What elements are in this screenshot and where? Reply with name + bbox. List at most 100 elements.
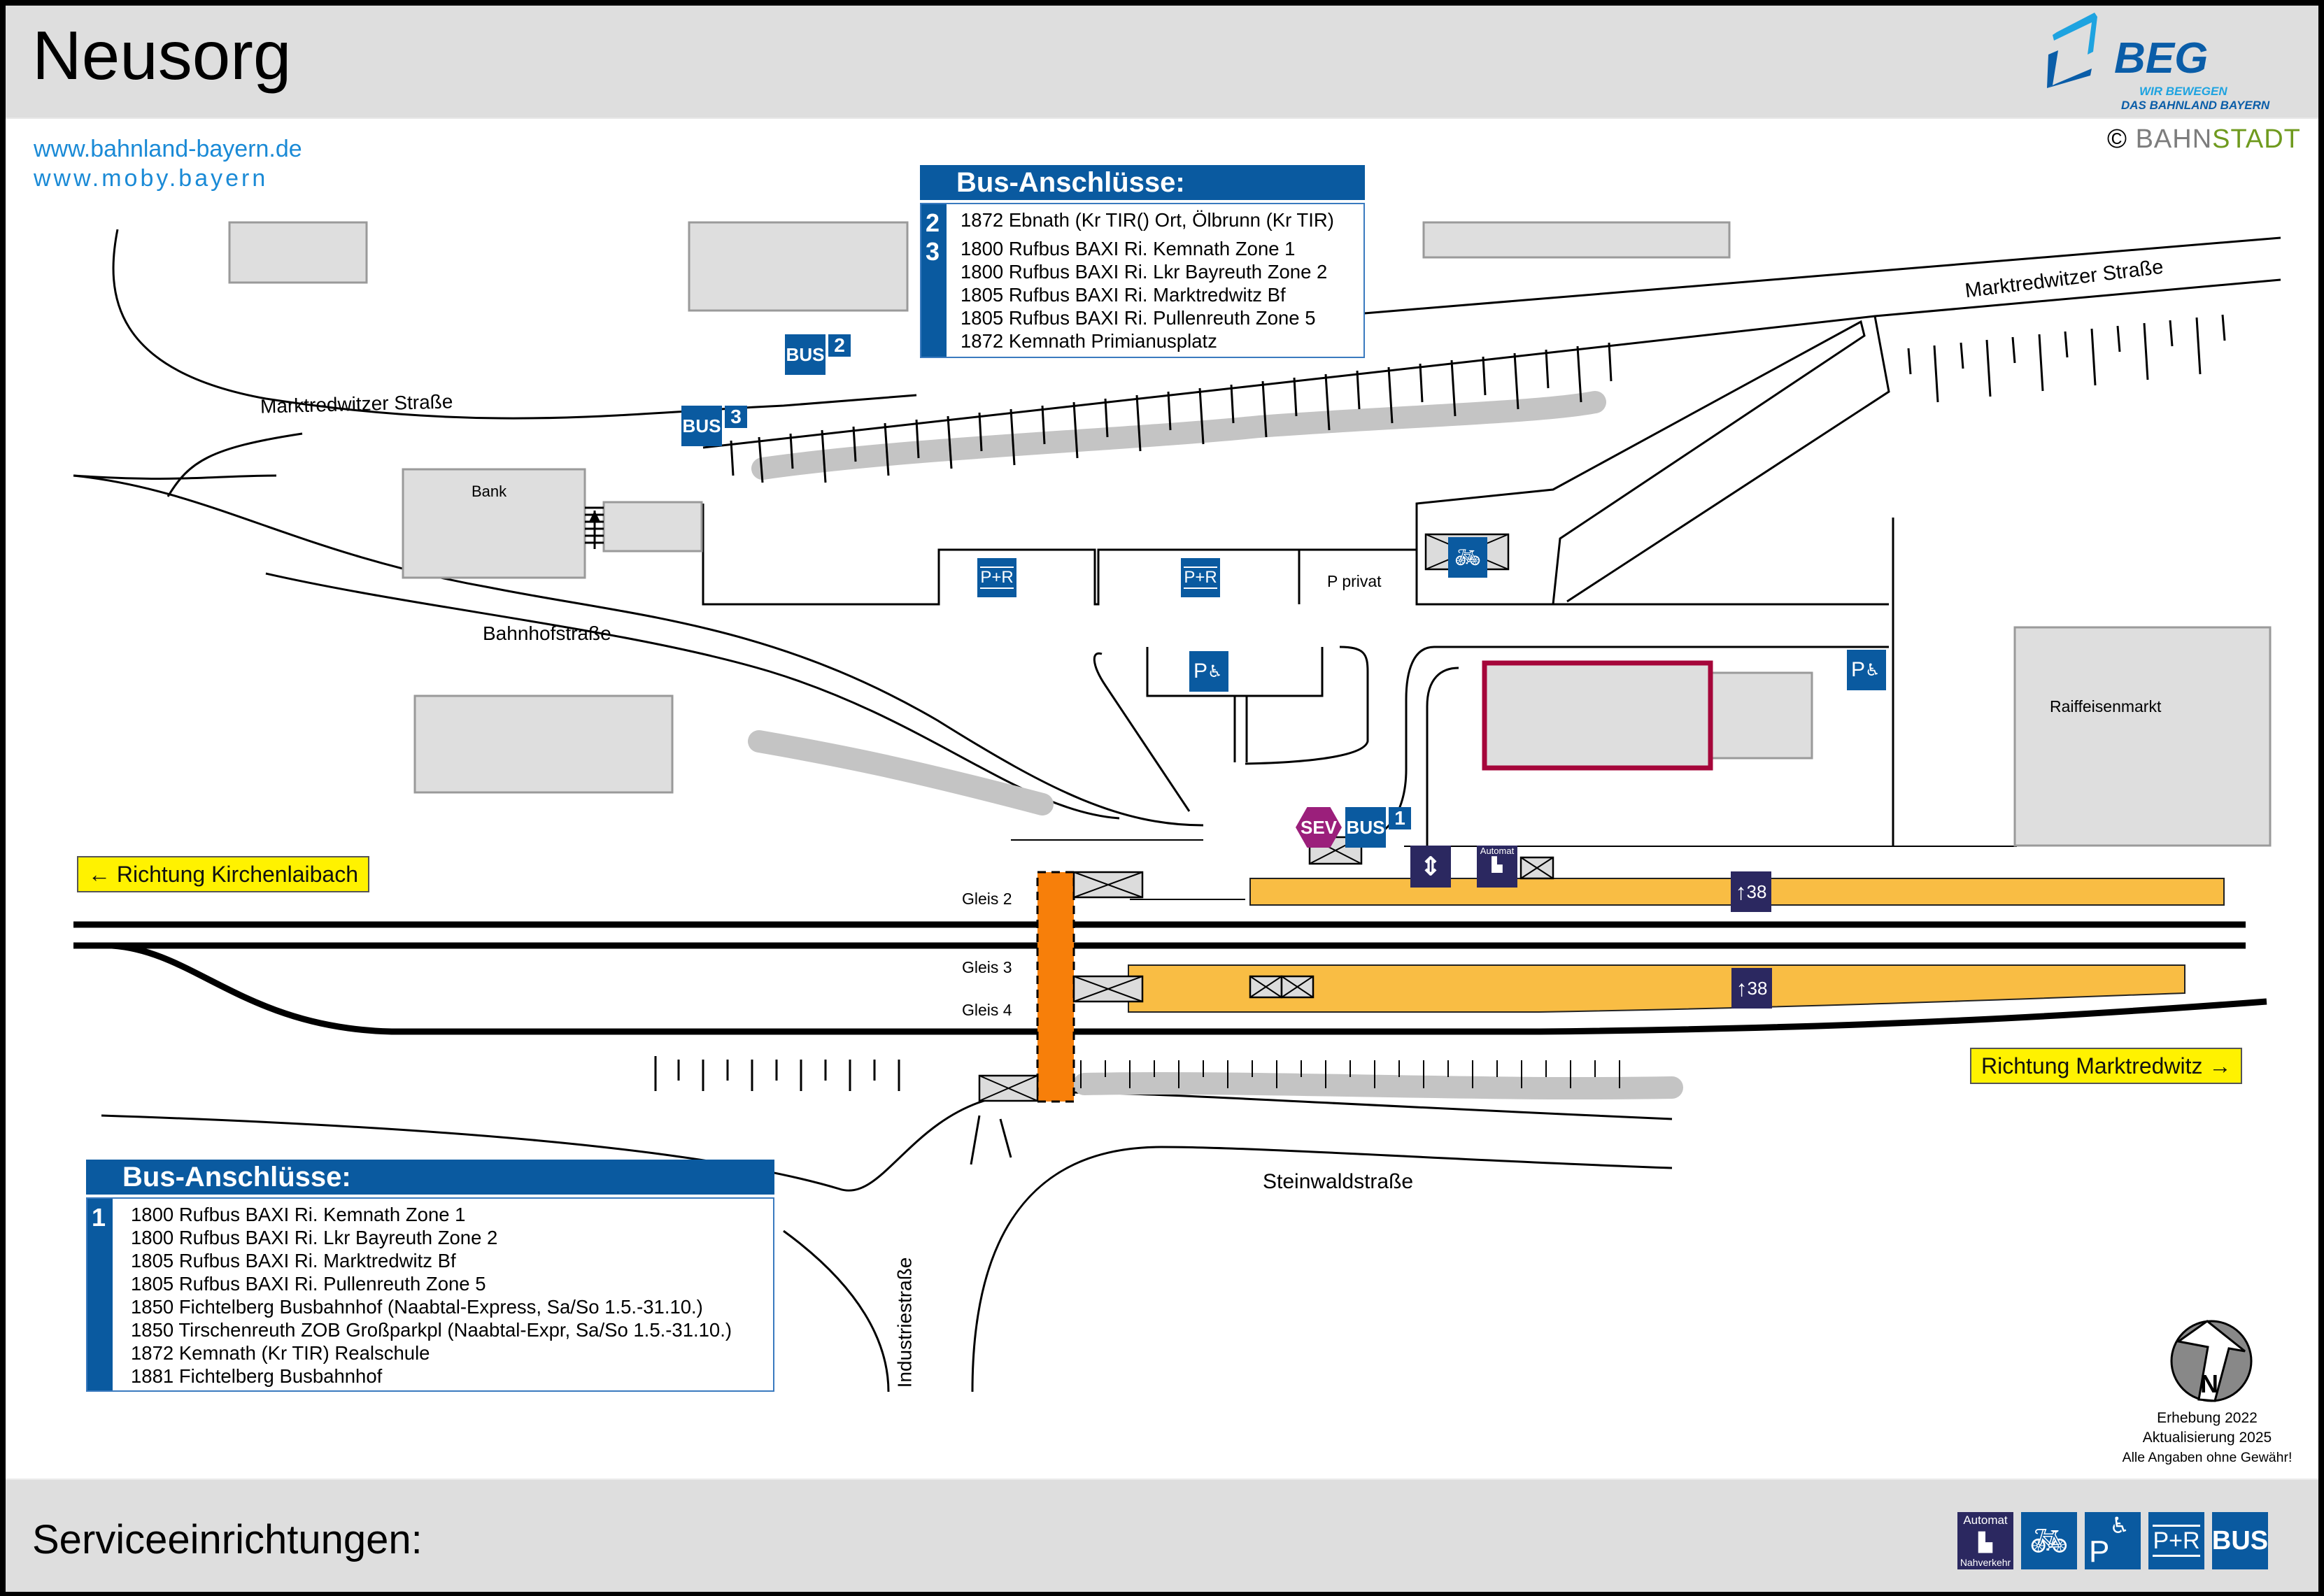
wheelchair-icon: ♿︎ — [1865, 660, 1880, 680]
disabled-parking-icon: P♿︎ — [2085, 1512, 2141, 1569]
copyright-bahnstadt: © BAHNSTADT — [2107, 124, 2301, 155]
park-and-ride-sign-1: P+R — [977, 558, 1016, 597]
bus-icon: BUS — [2212, 1512, 2268, 1569]
disabled-parking-label: P — [1193, 660, 1208, 683]
footer: Serviceeinrichtungen: Automat ▙ Nahverke… — [6, 1479, 2318, 1592]
building-bank — [402, 468, 586, 579]
bus-stop-1[interactable]: BUS 1 — [1345, 807, 1411, 848]
bus-connections-panel-bottom: Bus-Anschlüsse: 1 1800 Rufbus BAXI Ri. K… — [86, 1160, 774, 1392]
update-year: Aktualisierung 2025 — [2142, 1430, 2272, 1446]
label-bahnhofstrasse: Bahnhofstraße — [483, 622, 611, 644]
copyright-part1: BAHN — [2135, 124, 2213, 154]
bus-line: 1800 Rufbus BAXI Ri. Lkr Bayreuth Zone 2 — [961, 261, 1328, 283]
wheelchair-icon: ♿︎ — [1207, 662, 1223, 681]
platform-height-marker-gleis-3: ↑38 — [1731, 968, 1772, 1009]
platform-gleis-3-4 — [1128, 964, 2185, 1013]
label-industriestrasse: Industriestraße — [893, 1257, 916, 1388]
access-road-east — [1415, 320, 1866, 605]
road-marktredwitzer-west-edge — [112, 229, 917, 420]
up-arrow-icon: ↑ — [1735, 878, 1747, 904]
direction-sign-kirchenlaibach: ← Richtung Kirchenlaibach — [77, 856, 369, 892]
park-and-ride-icon: P+R — [2148, 1512, 2204, 1569]
label-steinwaldstrasse: Steinwaldstraße — [1263, 1170, 1414, 1193]
bus-line: 1805 Rufbus BAXI Ri. Pullenreuth Zone 5 — [131, 1273, 486, 1295]
label-raiffeisenmarkt: Raiffeisenmarkt — [2050, 697, 2162, 715]
label-gleis-3: Gleis 3 — [962, 958, 1012, 976]
bus-stop-2[interactable]: BUS 2 — [785, 334, 851, 375]
road-steinwald-south — [971, 1146, 1673, 1392]
link-bahnland-bayern[interactable]: www.bahnland-bayern.de — [34, 136, 302, 162]
bus-stop-number: 3 — [725, 406, 747, 428]
road-marktredwitzer-south-edge — [73, 474, 277, 480]
bus-stop-number: 2 — [828, 334, 851, 357]
bus-line: 1800 Rufbus BAXI Ri. Lkr Bayreuth Zone 2 — [131, 1227, 498, 1248]
arrow-right-icon: → — [2209, 1053, 2232, 1078]
lift-sign: ⇕ — [1410, 846, 1451, 888]
bus-stop-group-1: 1 1800 Rufbus BAXI Ri. Kemnath Zone 1 18… — [87, 1203, 773, 1388]
bike-icon: 🚲︎ — [1454, 546, 1482, 569]
sev-label: SEV — [1300, 816, 1338, 838]
park-and-ride-sign-2: P+R — [1181, 558, 1220, 597]
header: Neusorg — [6, 6, 2318, 119]
park-and-ride-icon: P+R — [980, 567, 1014, 589]
service-icons: Automat ▙ Nahverkehr 🚲︎ P♿︎ P+R BUS — [1957, 1512, 2268, 1569]
building-raiffeisenmarkt — [2013, 626, 2272, 847]
bus-line: 1872 Kemnath Primianusplatz — [961, 330, 1217, 352]
hedge-middle — [748, 730, 1054, 815]
bus-line: 1800 Rufbus BAXI Ri. Kemnath Zone 1 — [131, 1204, 466, 1225]
beg-tagline-2: DAS BAHNLAND BAYERN — [2121, 99, 2270, 112]
road-marktredwitzer-north-edge — [1363, 236, 2281, 315]
platform-height-marker-gleis-2: ↑38 — [1731, 871, 1771, 912]
building-top-left — [228, 221, 368, 284]
label-gleis-4: Gleis 4 — [962, 1001, 1012, 1019]
station-title: Neusorg — [32, 17, 292, 94]
lift-arrows-icon: ⇕ — [1419, 852, 1442, 881]
bike-parking-icon: 🚲︎ — [2021, 1512, 2077, 1569]
bus-line: 1805 Rufbus BAXI Ri. Pullenreuth Zone 5 — [961, 307, 1316, 329]
label-p-privat: P privat — [1327, 572, 1382, 590]
bus-stop-3[interactable]: BUS 3 — [681, 406, 747, 446]
building-station-highlight — [1482, 660, 1713, 771]
bus-icon: BUS — [785, 334, 826, 375]
bus-stop-group-3: 3 1800 Rufbus BAXI Ri. Kemnath Zone 1 18… — [921, 237, 1363, 352]
park-and-ride-icon: P+R — [1184, 567, 1217, 589]
arrow-left-icon: ← — [88, 862, 111, 887]
bus-icon: BUS — [681, 406, 722, 446]
copyright-part2: STADT — [2212, 124, 2301, 154]
bus-stop-number: 1 — [1389, 807, 1411, 829]
bus-stop-group-2: 2 1872 Ebnath (Kr TIR() Ort, Ölbrunn (Kr… — [921, 208, 1363, 237]
ticket-icon: ▙ — [1492, 857, 1503, 873]
link-moby-bayern[interactable]: www.moby.bayern — [34, 165, 269, 192]
road-steinwald-north — [101, 1091, 1673, 1192]
bus-line: 1800 Rufbus BAXI Ri. Kemnath Zone 1 — [961, 238, 1296, 259]
building-annex-right — [1707, 671, 1813, 760]
disclaimer: Alle Angaben ohne Gewähr! — [2122, 1450, 2293, 1465]
notes: Erhebung 2022 Aktualisierung 2025 Alle A… — [2099, 1409, 2316, 1467]
parking-area-outline — [702, 504, 1889, 606]
up-arrow-icon: ↑ — [1736, 975, 1748, 1001]
stairs-arrow-icon — [589, 511, 600, 522]
bus-panel-stripe — [87, 1199, 113, 1390]
bus-line: 1872 Ebnath (Kr TIR() Ort, Ölbrunn (Kr T… — [961, 209, 1334, 231]
direction-east-label: Richtung Marktredwitz — [1981, 1053, 2203, 1078]
beg-tagline-1: WIR BEWEGEN — [2139, 85, 2227, 98]
building-top-right — [1422, 221, 1731, 259]
building-west — [413, 694, 674, 794]
road-marktredwitzer-left — [166, 432, 303, 497]
road-bahnhofstrasse-south — [265, 572, 1120, 820]
bus-line: 1850 Tirschenreuth ZOB Großparkpl (Naabt… — [131, 1319, 732, 1341]
north-label: N — [2200, 1369, 2218, 1398]
building-top-middle — [688, 221, 909, 312]
building-bank-annex — [602, 501, 703, 553]
hedge-bottom — [1073, 1071, 1683, 1100]
bus-stop-number: 2 — [926, 208, 940, 237]
label-gleis-2: Gleis 2 — [962, 890, 1012, 908]
automat-label: Automat — [1480, 846, 1515, 856]
bus-line: 1805 Rufbus BAXI Ri. Marktredwitz Bf — [961, 284, 1286, 306]
direction-sign-marktredwitz: Richtung Marktredwitz → — [1970, 1048, 2243, 1084]
bus-panel-heading: Bus-Anschlüsse: — [86, 1160, 774, 1195]
disabled-parking-lot — [1146, 647, 1324, 762]
copyright-symbol: © — [2107, 124, 2127, 154]
bus-line: 1881 Fichtelberg Busbahnhof — [131, 1365, 383, 1387]
